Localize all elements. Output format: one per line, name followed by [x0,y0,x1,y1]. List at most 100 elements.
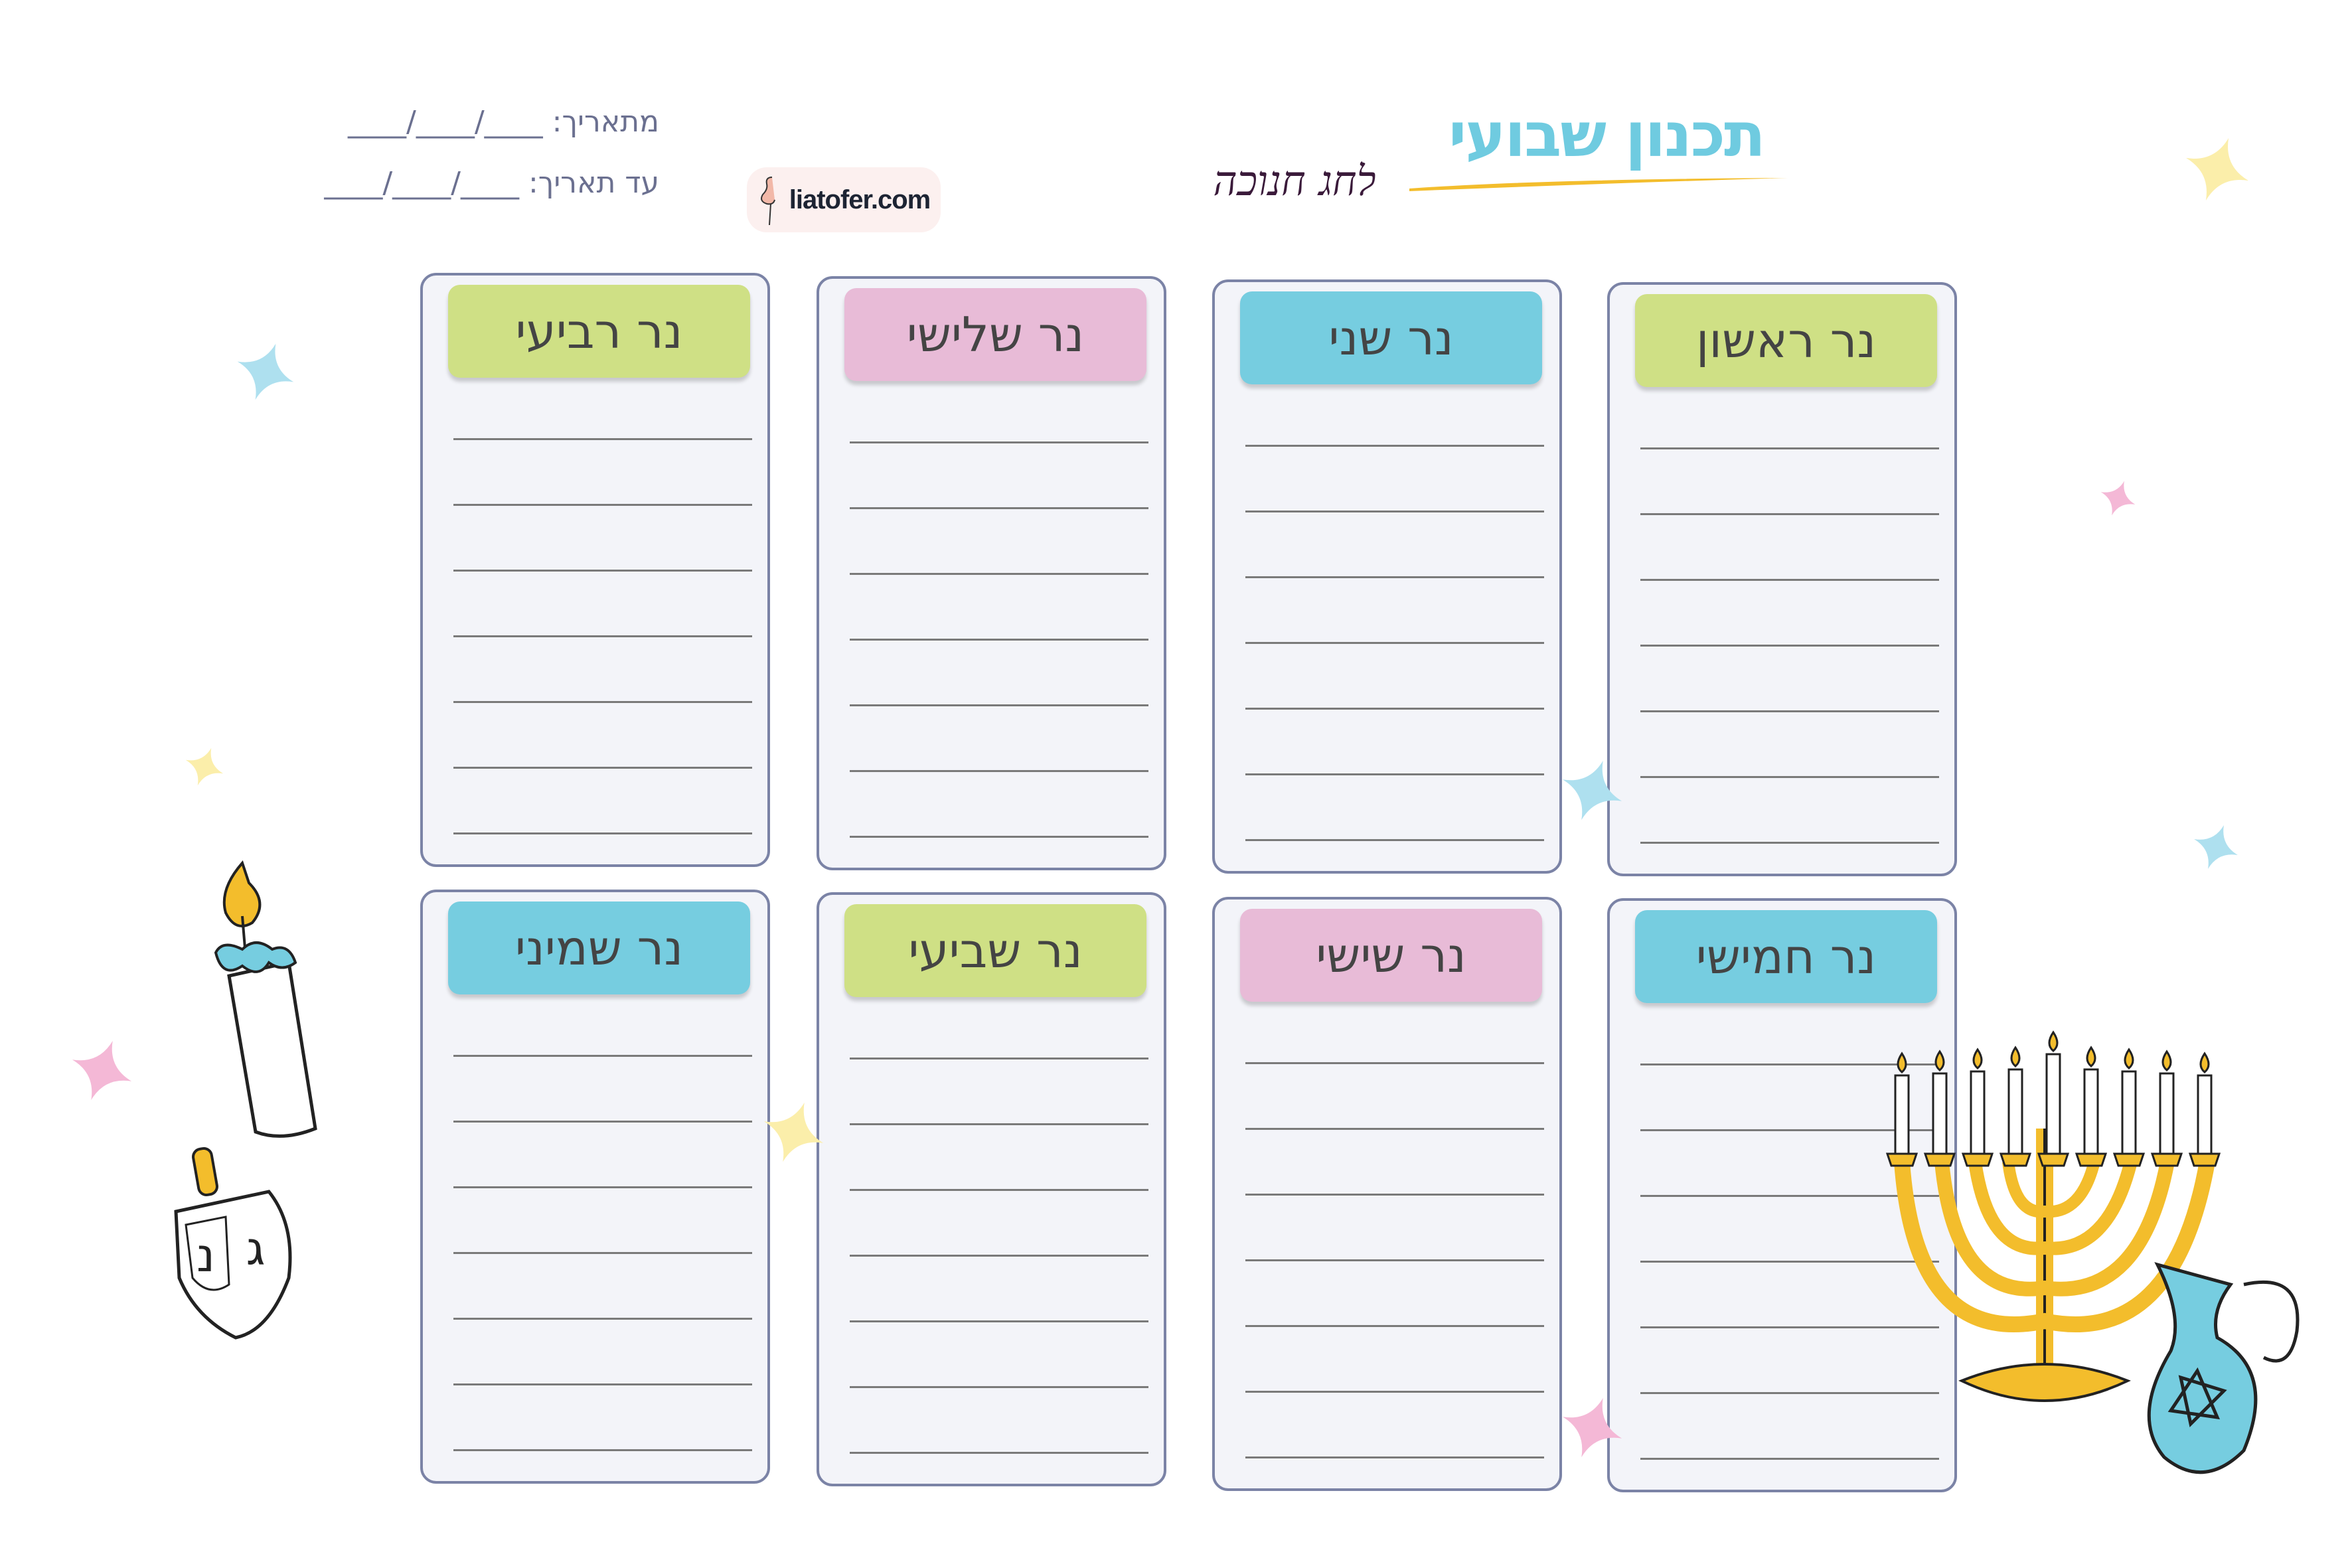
writing-line[interactable] [1245,576,1544,578]
writing-line[interactable] [1640,710,1939,712]
flamingo-icon [760,177,775,226]
writing-line[interactable] [850,441,1148,443]
writing-line[interactable] [850,1058,1148,1059]
writing-line[interactable] [453,1055,752,1057]
writing-line[interactable] [850,836,1148,838]
writing-line[interactable] [850,770,1148,772]
day-card: נר שישי [1212,897,1562,1491]
writing-line[interactable] [1640,1326,1939,1328]
writing-line[interactable] [850,573,1148,575]
star-icon [72,1040,131,1100]
day-card: נר רביעי [420,273,770,867]
writing-line[interactable] [1640,1129,1939,1131]
svg-text:נ: נ [196,1228,215,1283]
menorah-candle-icon [2075,1046,2108,1167]
writing-line[interactable] [453,1252,752,1254]
logo-text: liatofer.com [789,185,931,214]
writing-line[interactable] [1245,1456,1544,1458]
writing-line[interactable] [453,438,752,440]
title-underline-swash [1409,178,1788,191]
writing-line[interactable] [1245,1259,1544,1261]
writing-line[interactable] [850,1189,1148,1191]
dreidel-icon: נ ג [174,1147,292,1340]
star-icon [2186,138,2248,200]
day-label: נר שישי [1240,909,1542,1002]
day-card: נר שביעי [817,892,1166,1486]
writing-line[interactable] [850,507,1148,509]
writing-line[interactable] [1640,1063,1939,1065]
writing-line[interactable] [1245,708,1544,710]
writing-line[interactable] [1640,776,1939,778]
writing-line[interactable] [850,1255,1148,1257]
menorah-candle-icon [2188,1052,2221,1167]
star-icon [1562,760,1622,820]
writing-line[interactable] [850,1386,1148,1388]
writing-line[interactable] [453,1383,752,1385]
writing-line[interactable] [1245,1391,1544,1393]
writing-line[interactable] [453,1121,752,1123]
writing-line[interactable] [1245,445,1544,447]
page-subtitle: לחג חנוכה [1213,157,1376,205]
oil-jug-icon [2147,1262,2300,1474]
menorah-candle-icon [1885,1052,1919,1167]
svg-text:ג: ג [246,1221,266,1276]
writing-line[interactable] [1640,645,1939,647]
day-card: נר שמיני [420,890,770,1484]
writing-line[interactable] [1640,447,1939,449]
day-label: נר שני [1240,291,1542,384]
writing-line[interactable] [1245,642,1544,644]
writing-line[interactable] [453,832,752,834]
writing-line[interactable] [1245,1062,1544,1064]
menorah-candle-icon [2112,1048,2146,1167]
menorah-candle-icon [1999,1046,2032,1167]
star-icon [185,747,224,786]
writing-line[interactable] [1640,1392,1939,1394]
writing-line[interactable] [1640,842,1939,844]
writing-line[interactable] [453,504,752,506]
menorah-icon [1885,1030,2221,1402]
writing-line[interactable] [453,1318,752,1320]
day-label: נר שלישי [844,288,1146,381]
day-label: נר רביעי [448,285,750,378]
page-title: תכנון שבועי [1449,100,1766,171]
star-icon [2194,825,2238,869]
writing-line[interactable] [1640,513,1939,515]
writing-line[interactable] [1245,1128,1544,1130]
menorah-candle-icon [2150,1050,2183,1167]
writing-line[interactable] [453,635,752,637]
writing-line[interactable] [850,1123,1148,1125]
star-icon [2100,481,2135,515]
writing-line[interactable] [1640,1458,1939,1460]
writing-line[interactable] [1640,579,1939,581]
from-date-field[interactable]: מתאריך: ____/____/____ [348,105,659,139]
writing-line[interactable] [1640,1195,1939,1197]
menorah-candle-icon [1961,1048,1994,1167]
day-label: נר שביעי [844,904,1146,997]
writing-line[interactable] [453,767,752,769]
writing-line[interactable] [1245,839,1544,841]
writing-line[interactable] [850,1452,1148,1454]
writing-line[interactable] [1245,510,1544,512]
writing-line[interactable] [850,639,1148,641]
writing-line[interactable] [453,701,752,703]
day-label: נר שמיני [448,902,750,994]
menorah-candle-icon [2037,1030,2070,1167]
day-label: נר חמישי [1635,910,1937,1003]
writing-line[interactable] [1245,773,1544,775]
writing-line[interactable] [453,570,752,572]
to-date-field[interactable]: עד תאריך: ____/____/____ [324,166,659,200]
menorah-candle-icon [1923,1050,1956,1167]
day-card: נר ראשון [1607,282,1957,876]
star-icon [1562,1397,1622,1457]
writing-line[interactable] [1245,1194,1544,1196]
writing-line[interactable] [850,1320,1148,1322]
writing-line[interactable] [850,704,1148,706]
writing-line[interactable] [1640,1261,1939,1263]
writing-line[interactable] [1245,1325,1544,1327]
star-icon [763,1102,823,1162]
writing-line[interactable] [453,1449,752,1451]
writing-line[interactable] [453,1186,752,1188]
day-card: נר שני [1212,279,1562,874]
logo-badge[interactable]: liatofer.com [747,167,941,232]
day-label: נר ראשון [1635,294,1937,387]
